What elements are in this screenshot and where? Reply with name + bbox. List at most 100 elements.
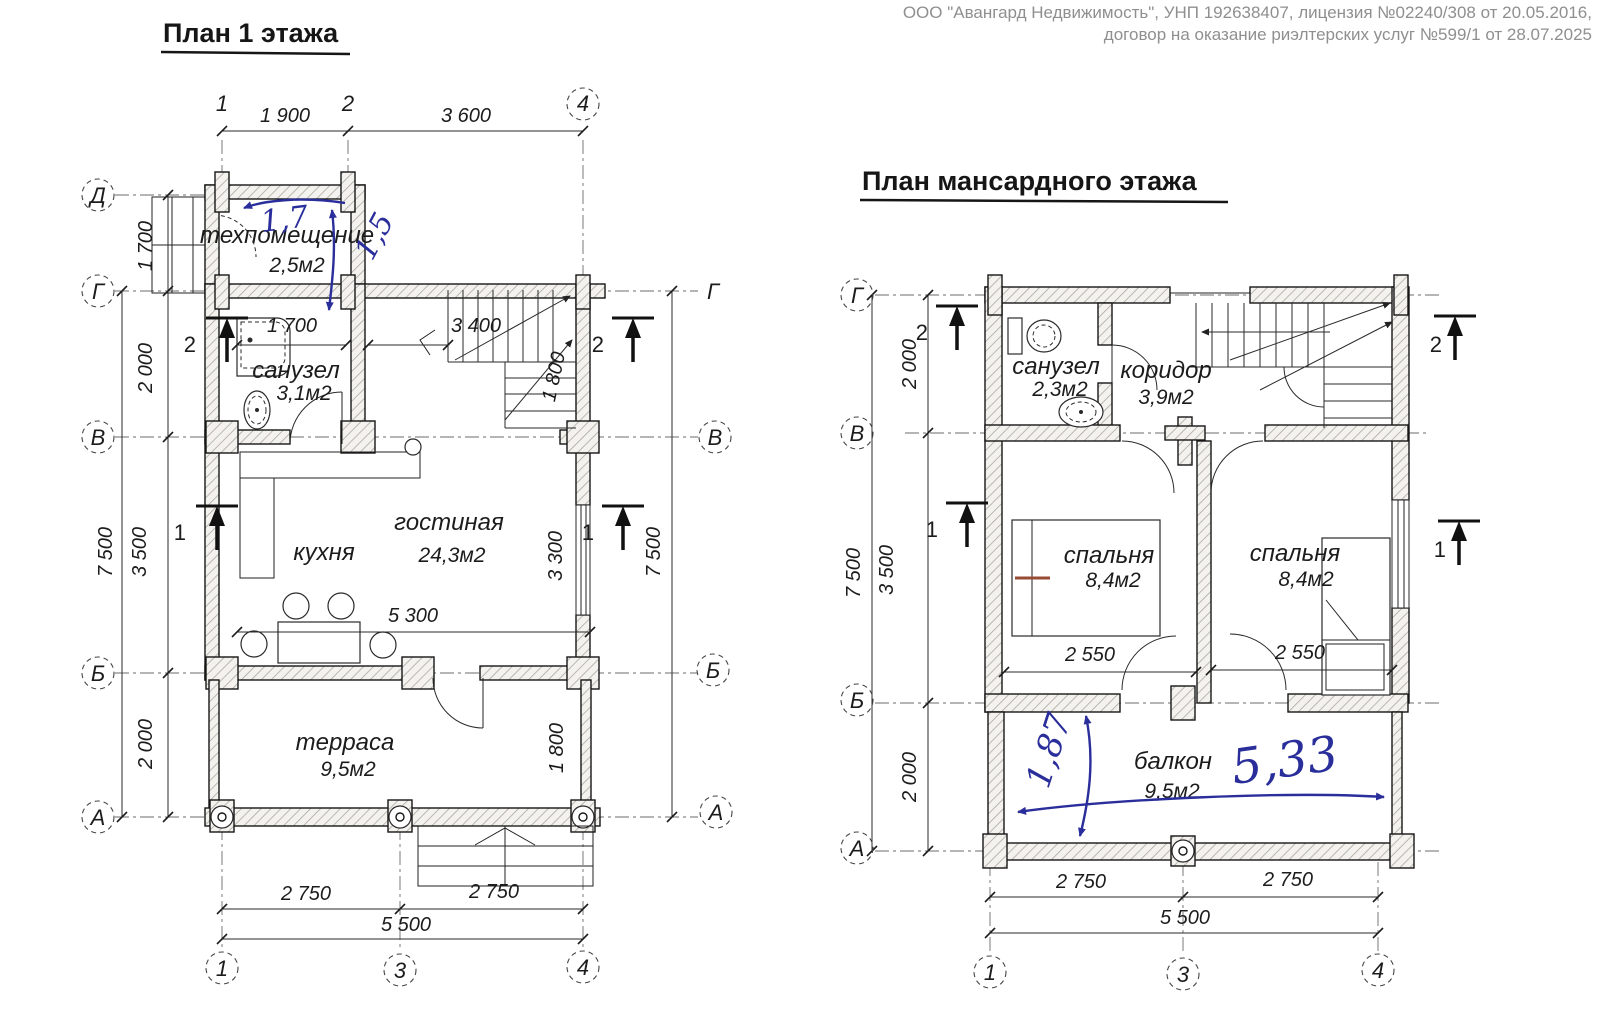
dim-l1700: 1 700 (135, 221, 157, 271)
realtor-header: ООО "Авангард Недвижимость", УНП 1926384… (903, 3, 1592, 44)
plan2-fixtures (1007, 317, 1391, 696)
room-tech: техпомещение (200, 222, 374, 249)
plan2-room-labels: санузел 2,3м2 коридор 3,9м2 спальня 8,4м… (1012, 353, 1340, 803)
axis-left-v: В (91, 425, 106, 450)
axis2-bot-4: 4 (1372, 958, 1384, 983)
room-living: гостиная (394, 509, 504, 536)
axis2-bot-3: 3 (1177, 962, 1190, 987)
axis-top-4: 4 (577, 91, 589, 116)
axis2-bot-1: 1 (984, 960, 996, 985)
room2-corridor: коридор (1120, 357, 1211, 384)
room2-bed1: спальня (1064, 542, 1155, 569)
hand-1-7: 1,7 (259, 199, 312, 240)
section-1-right: 1 (582, 520, 594, 545)
plan2-dimensions (866, 289, 1398, 939)
header-line1: ООО "Авангард Недвижимость", УНП 1926384… (903, 3, 1592, 22)
section-1-left: 1 (174, 520, 186, 545)
plan1-section-marks: 2 2 1 1 (174, 316, 654, 550)
plan1-title-text: План 1 этажа (163, 18, 339, 48)
axis-top-1: 1 (216, 91, 228, 116)
steps-up-arrow (474, 827, 536, 846)
room2-balcony: балкон (1134, 748, 1212, 775)
dim2-2550b: 2 550 (1274, 642, 1325, 664)
dim-stair1800: 1 800 (538, 350, 570, 404)
dim2-l3500: 3 500 (876, 545, 898, 595)
room2-corridor-area: 3,9м2 (1138, 386, 1194, 409)
dim-b2750b: 2 750 (468, 881, 519, 903)
room-living-area: 24,3м2 (418, 544, 486, 567)
room-terrace-area: 9,5м2 (320, 758, 376, 781)
dim-l7500: 7 500 (95, 527, 117, 577)
hand-5-33: 5,33 (1228, 726, 1342, 796)
hand-1-87: 1,87 (1019, 708, 1081, 793)
plan2-balcony-structure (982, 711, 1415, 869)
plan1-axis-labels: 1 2 4 Д Г В Б А Г В Б А 1 3 4 (81, 87, 733, 987)
plan2-stair (1190, 302, 1393, 428)
plan2-axis-labels: Г В Б А 1 3 4 (840, 278, 1395, 991)
plan1-porch-steps (151, 196, 257, 294)
axis-right-g: Г (707, 279, 721, 304)
dim2-2550a: 2 550 (1064, 644, 1115, 666)
axis-bot-3: 3 (394, 958, 407, 983)
room-san: санузел (252, 357, 340, 384)
room-tech-area: 2,5м2 (268, 254, 325, 277)
axis-left-a: А (89, 805, 106, 830)
dim-l2000b: 2 000 (135, 719, 157, 770)
plan2-walls (982, 274, 1415, 869)
plan2-title: План мансардного этажа (859, 166, 1229, 204)
room-kitchen: кухня (293, 539, 355, 566)
plan1-window-right (575, 504, 591, 616)
bathtub (236, 317, 291, 377)
dim2-l2000a: 2 000 (899, 339, 921, 390)
kitchen-counter (239, 451, 421, 579)
dim-b2750a: 2 750 (280, 883, 331, 905)
dim2-l7500: 7 500 (843, 548, 865, 598)
dim-b5500: 5 500 (381, 914, 431, 936)
plan1-room-labels: техпомещение 2,5м2 санузел 3,1м2 кухня г… (200, 222, 504, 781)
axis-left-g: Г (92, 279, 106, 304)
axis-top-2: 2 (341, 91, 354, 116)
sink-attic (1058, 396, 1104, 428)
section2-2-right: 2 (1430, 332, 1442, 357)
section-2-right: 2 (592, 332, 604, 357)
section-2-left: 2 (184, 332, 196, 357)
section2-2-left: 2 (916, 320, 928, 345)
section2-1-right: 1 (1434, 537, 1446, 562)
room2-bed2-area: 8,4м2 (1278, 568, 1334, 591)
plan2-dim-labels: 2 000 3 500 7 500 2 000 2 550 2 550 2 75… (843, 339, 1325, 929)
plan1-dim-labels: 1 900 3 600 1 700 2 000 3 500 7 500 2 00… (95, 105, 665, 936)
plan2: План мансардного этажа (840, 166, 1480, 991)
dim2-b5500: 5 500 (1160, 907, 1210, 929)
toilet (243, 390, 271, 430)
dim2-b2750b: 2 750 (1262, 869, 1313, 891)
plan2-window-right (1391, 499, 1410, 609)
axis2-a: А (848, 836, 865, 861)
axis-right-a: А (707, 800, 724, 825)
axis2-v: В (850, 421, 865, 446)
dim-5300: 5 300 (388, 605, 438, 627)
axis2-g: Г (851, 283, 865, 308)
room-terrace: терраса (296, 729, 395, 756)
plan1-stair (419, 290, 576, 429)
plan1-fixtures (236, 317, 484, 729)
san-door-arc (289, 391, 343, 445)
plan1-terrace-structure (204, 679, 601, 887)
room2-san: санузел (1012, 353, 1100, 380)
axis-right-v: В (708, 425, 723, 450)
column-circle (404, 438, 422, 456)
axis2-b: Б (850, 688, 864, 713)
plan1-dimensions (116, 125, 678, 945)
bed-left (1011, 519, 1161, 637)
dim-3600: 3 600 (441, 105, 491, 127)
dim-l2000a: 2 000 (135, 343, 157, 394)
room-san-area: 3,1м2 (276, 382, 332, 405)
axis-bot-1: 1 (216, 956, 228, 981)
dining-table (240, 592, 397, 664)
plan2-title-underline (859, 198, 1229, 204)
dim-1900: 1 900 (260, 105, 310, 127)
plan2-title-text: План мансардного этажа (862, 166, 1198, 196)
room2-bed2: спальня (1250, 540, 1341, 567)
dim2-b2750a: 2 750 (1055, 871, 1106, 893)
room2-bed1-area: 8,4м2 (1085, 569, 1141, 592)
